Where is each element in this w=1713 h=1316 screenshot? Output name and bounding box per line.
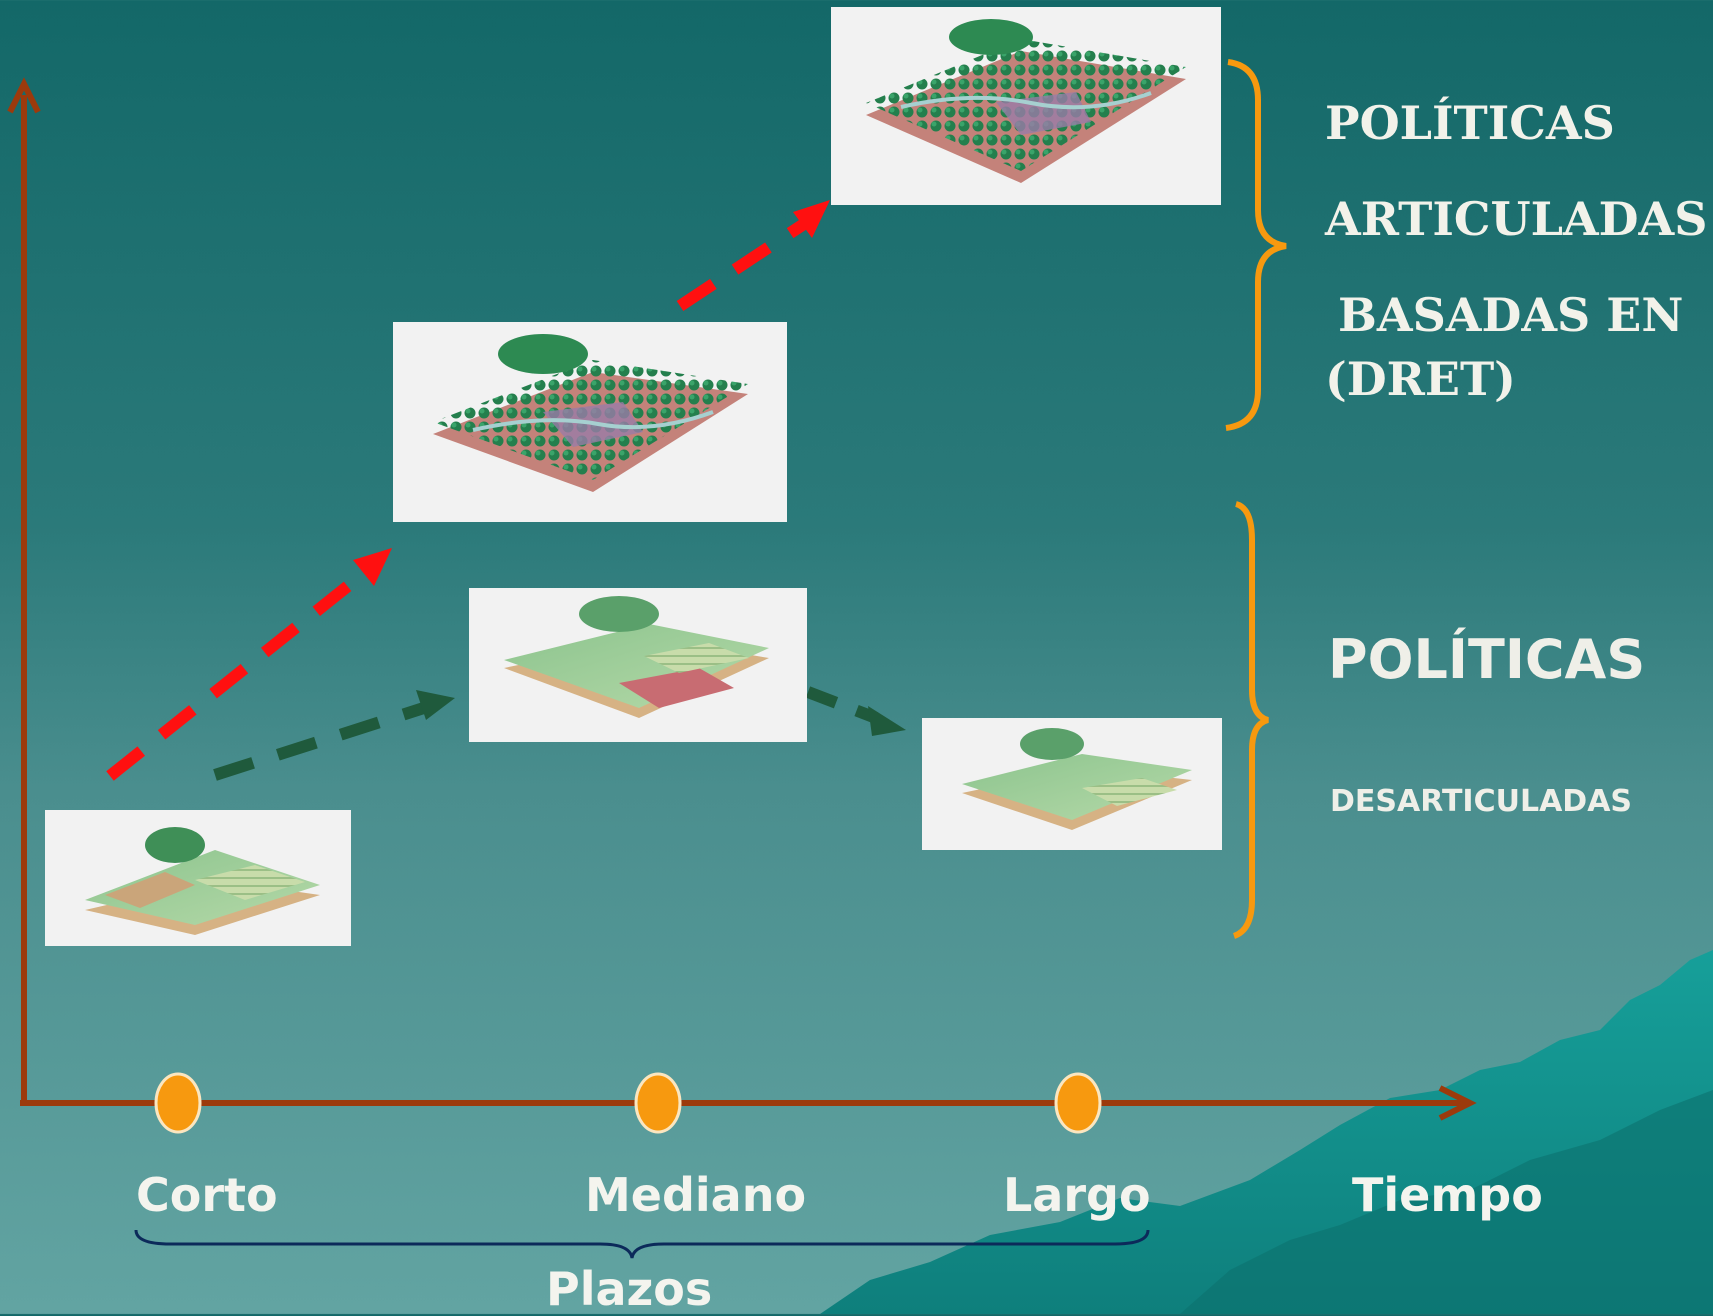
mountain-shadow [1180,1090,1713,1314]
tick-label-mediano: Mediano [585,1168,807,1222]
green-arrow-2 [805,686,879,724]
landscape-medium-degraded-image [469,588,807,742]
red-arrowhead-1 [353,548,392,586]
articuladas-line-4: (DRET) [1325,352,1516,406]
plazos-label: Plazos [546,1262,713,1316]
red-arrow-1 [106,565,372,781]
tick-label-largo: Largo [1003,1168,1151,1222]
desarticuladas-brace [1232,501,1269,939]
articuladas-line-2: ARTICULADAS [1325,192,1708,246]
green-arrowhead-2 [868,706,906,736]
x-axis-arrowhead [1438,1085,1477,1121]
desarticuladas-line-1: POLÍTICAS [1328,628,1646,691]
landscape-medium-forest-image [393,322,787,522]
articuladas-line-3: BASADAS EN [1338,288,1684,342]
tick-marker-mediano [634,1072,682,1134]
landscape-long-degraded-image [922,718,1222,850]
articuladas-line-1: POLÍTICAS [1325,96,1615,150]
articuladas-brace [1225,59,1287,431]
tick-marker-largo [1054,1072,1102,1134]
y-axis-arrowhead [7,77,41,114]
landscape-start-image [45,810,351,946]
tick-marker-corto [154,1072,202,1134]
plazos-brace [134,1229,1150,1259]
desarticuladas-line-2: DESARTICULADAS [1330,784,1633,819]
green-arrowhead-1 [416,690,455,720]
tick-label-corto: Corto [136,1168,278,1222]
x-axis-label: Tiempo [1352,1168,1543,1222]
red-arrowhead-2 [793,200,830,238]
red-arrow-2 [676,214,814,312]
landscape-long-forest-image [831,7,1221,205]
green-arrow-1 [213,700,432,781]
